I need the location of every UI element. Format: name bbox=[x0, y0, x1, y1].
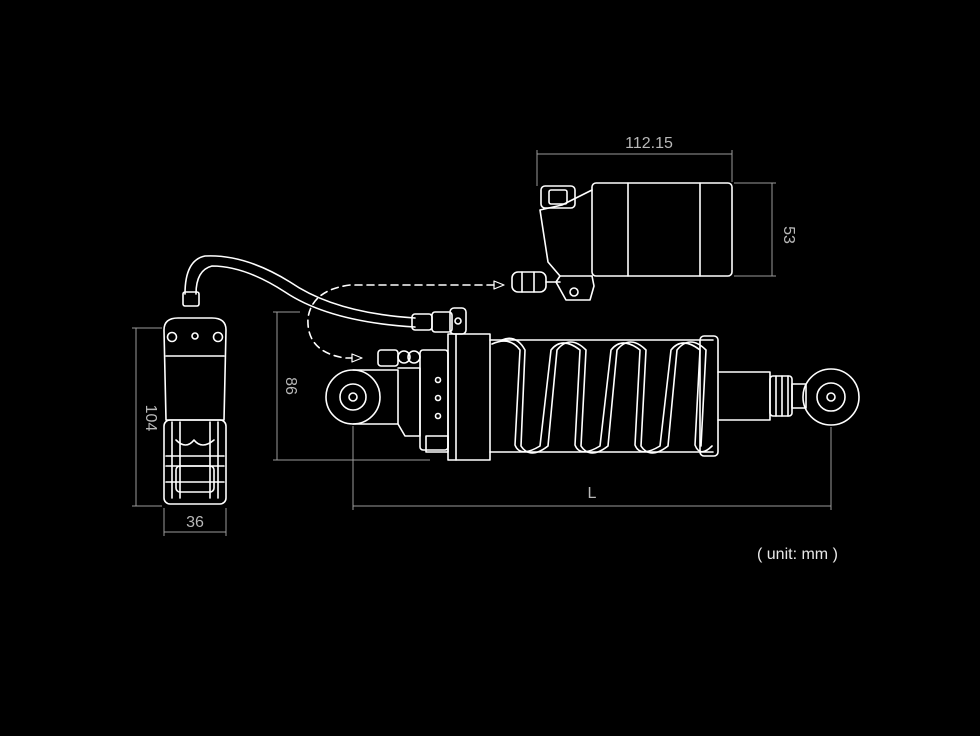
lower-mount bbox=[717, 368, 860, 426]
dim-adjuster-width: 36 bbox=[186, 514, 204, 531]
unit-note: ( unit: mm ) bbox=[757, 546, 838, 563]
upper-body bbox=[325, 333, 491, 461]
reservoir bbox=[511, 182, 733, 301]
preload-adjuster bbox=[163, 291, 227, 505]
dim-reservoir-diameter: 53 bbox=[780, 226, 797, 244]
adjuster-hose bbox=[184, 255, 467, 335]
dim-overall-length: L bbox=[588, 485, 597, 502]
coil-spring bbox=[489, 335, 719, 457]
reservoir-hose-dashed bbox=[307, 280, 505, 363]
dim-adjuster-height: 104 bbox=[142, 405, 159, 432]
dim-body-height: 86 bbox=[282, 377, 299, 395]
dim-reservoir-length: 112.15 bbox=[625, 135, 673, 152]
